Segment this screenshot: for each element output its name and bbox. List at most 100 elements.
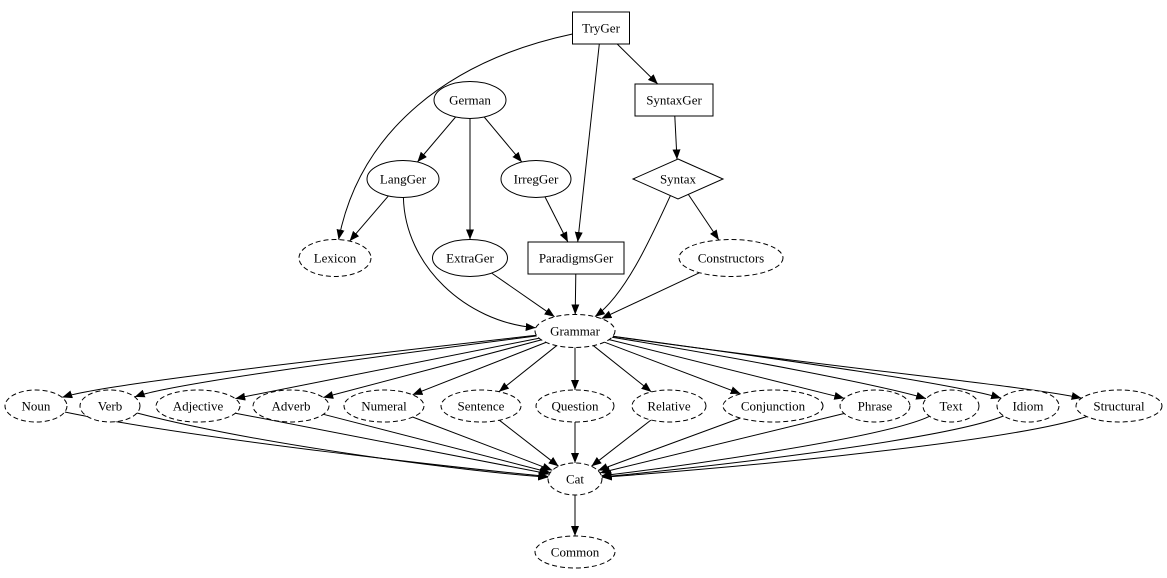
node-IrregGer: IrregGer: [500, 160, 572, 198]
node-label-ExtraGer: ExtraGer: [446, 251, 494, 266]
node-Syntax: Syntax: [631, 158, 725, 200]
node-shape-Adverb: [252, 389, 330, 423]
node-Lexicon: Lexicon: [298, 239, 372, 277]
node-label-Numeral: Numeral: [361, 399, 407, 414]
node-label-Structural: Structural: [1093, 399, 1145, 414]
node-label-Idiom: Idiom: [1012, 399, 1043, 414]
node-shape-Lexicon: [298, 239, 372, 277]
node-label-Question: Question: [552, 399, 599, 414]
edge-Sentence-Cat: [498, 419, 559, 467]
edge-Grammar-Noun: [62, 334, 537, 399]
node-shape-SyntaxGer: [634, 83, 714, 117]
node-German: German: [433, 81, 507, 119]
node-LangGer: LangGer: [366, 160, 440, 198]
edge-Grammar-Sentence: [498, 345, 557, 393]
node-label-Constructors: Constructors: [698, 251, 764, 266]
edge-Grammar-Conjunction: [604, 341, 741, 395]
node-shape-German: [433, 81, 507, 119]
edge-German-LangGer: [417, 116, 456, 163]
node-shape-Numeral: [343, 389, 425, 423]
node-Noun: Noun: [4, 389, 68, 423]
node-shape-Text: [922, 389, 980, 423]
node-Common: Common: [534, 535, 616, 569]
node-label-Phrase: Phrase: [858, 399, 893, 414]
node-label-German: German: [449, 93, 491, 108]
edge-Grammar-Text: [612, 336, 927, 400]
edge-Numeral-Cat: [412, 416, 553, 471]
node-shape-Relative: [631, 389, 707, 423]
node-label-ParadigmsGer: ParadigmsGer: [539, 251, 614, 266]
edge-Noun-Cat: [64, 411, 549, 480]
node-label-Text: Text: [940, 399, 963, 414]
node-label-Grammar: Grammar: [550, 324, 600, 339]
edge-Relative-Cat: [591, 419, 652, 467]
node-label-Relative: Relative: [647, 399, 691, 414]
node-Phrase: Phrase: [839, 389, 911, 423]
node-label-LangGer: LangGer: [380, 172, 427, 187]
node-Conjunction: Conjunction: [722, 389, 824, 423]
node-label-Adjective: Adjective: [173, 399, 224, 414]
node-Numeral: Numeral: [343, 389, 425, 423]
node-shape-Structural: [1075, 389, 1163, 423]
edge-LangGer-Grammar: [402, 197, 536, 331]
node-Cat: Cat: [547, 462, 603, 496]
node-shape-Noun: [4, 389, 68, 423]
edge-ExtraGer-Grammar: [491, 272, 555, 318]
node-shape-Common: [534, 535, 616, 569]
edge-Syntax-Constructors: [687, 194, 720, 241]
node-shape-ExtraGer: [432, 239, 508, 277]
node-shape-Constructors: [678, 239, 784, 277]
node-label-Conjunction: Conjunction: [741, 399, 806, 414]
edge-Idiom-Cat: [601, 415, 1004, 480]
edge-Syntax-Grammar: [594, 195, 671, 318]
node-Grammar: Grammar: [534, 314, 616, 348]
node-TryGer: TryGer: [572, 11, 630, 45]
node-Text: Text: [922, 389, 980, 423]
edge-SyntaxGer-Syntax: [672, 115, 681, 160]
edge-Grammar-Adverb: [323, 339, 542, 399]
node-Constructors: Constructors: [678, 239, 784, 277]
edge-German-IrregGer: [483, 116, 523, 163]
node-shape-Question: [535, 389, 615, 423]
node-label-Syntax: Syntax: [660, 172, 697, 187]
edge-Text-Cat: [601, 415, 930, 479]
node-shape-Sentence: [440, 389, 522, 423]
node-shape-Cat: [547, 462, 603, 496]
node-Question: Question: [535, 389, 615, 423]
edge-Adjective-Cat: [235, 412, 550, 477]
edge-LangGer-Lexicon: [349, 195, 389, 242]
edge-Verb-Cat: [136, 412, 549, 481]
node-shape-TryGer: [572, 11, 630, 45]
node-label-SyntaxGer: SyntaxGer: [646, 93, 702, 108]
edge-Grammar-Adjective: [235, 337, 540, 401]
edge-Structural-Cat: [601, 416, 1087, 481]
node-label-IrregGer: IrregGer: [514, 172, 559, 187]
node-label-Lexicon: Lexicon: [314, 251, 357, 266]
node-label-Common: Common: [551, 545, 600, 560]
edge-Grammar-Verb: [134, 335, 537, 398]
node-shape-Conjunction: [722, 389, 824, 423]
node-ParadigmsGer: ParadigmsGer: [527, 241, 625, 275]
node-shape-Verb: [79, 389, 141, 423]
node-label-Verb: Verb: [98, 399, 123, 414]
edge-Grammar-Phrase: [609, 339, 845, 400]
edge-IrregGer-ParadigmsGer: [544, 196, 569, 243]
node-SyntaxGer: SyntaxGer: [634, 83, 714, 117]
node-Relative: Relative: [631, 389, 707, 423]
edge-Adverb-Cat: [323, 413, 551, 474]
edge-TryGer-SyntaxGer: [616, 43, 659, 85]
node-shape-ParadigmsGer: [527, 241, 625, 275]
node-Verb: Verb: [79, 389, 141, 423]
edge-TryGer-Lexicon: [336, 33, 573, 240]
node-shape-IrregGer: [500, 160, 572, 198]
node-Adverb: Adverb: [252, 389, 330, 423]
node-shape-Grammar: [534, 314, 616, 348]
node-Idiom: Idiom: [996, 389, 1060, 423]
edge-ParadigmsGer-Grammar: [571, 273, 580, 315]
edge-layer: [62, 33, 1087, 536]
edge-TryGer-ParadigmsGer: [574, 43, 600, 243]
node-shape-Adjective: [155, 389, 241, 423]
